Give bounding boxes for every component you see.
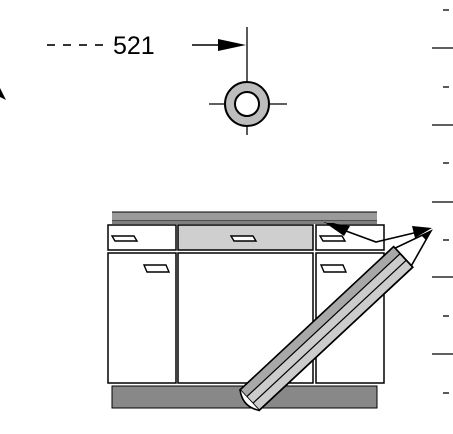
drawer-handle-icon: [229, 235, 258, 242]
left-edge-arrow-icon: [0, 88, 6, 100]
measure-arrow: [324, 222, 432, 243]
door-handle-icon: [142, 264, 171, 273]
pencil-icon: [238, 229, 433, 412]
drawer-handle-icon: [318, 235, 347, 242]
left-drawer-front: [107, 224, 177, 251]
left-door: [107, 252, 177, 384]
arrowhead-left-icon: [324, 222, 350, 236]
countertop: [112, 212, 377, 221]
dimension-value: 521: [113, 32, 155, 60]
arrowhead-right-icon: [412, 226, 432, 238]
tick-ruler: [432, 9, 453, 394]
door-handle-icon: [319, 264, 348, 273]
drawer-handle-icon: [110, 235, 139, 242]
dimension-arrowhead-icon: [218, 39, 246, 51]
crosshair-hole-icon: [209, 27, 287, 135]
